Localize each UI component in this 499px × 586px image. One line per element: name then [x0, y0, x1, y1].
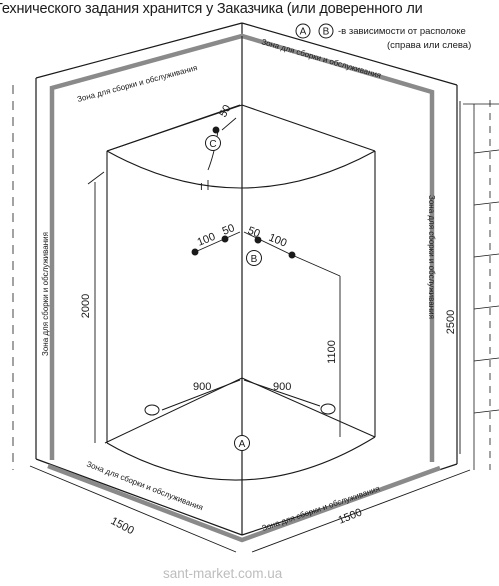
dim-900-left-label: 900 — [193, 381, 211, 393]
top-outlet — [207, 117, 237, 190]
position-note-sub: (справа или слева) — [387, 40, 472, 51]
dim-1100-label: 1100 — [326, 340, 338, 364]
dim-right-50-label: 50 — [246, 225, 262, 241]
room-walls — [35, 22, 458, 536]
floor-diagonals — [161, 379, 321, 411]
zone-label-left-wall: Зона для сборки и обслуживания — [41, 232, 50, 356]
zone-label-top-left: Зона для сборки и обслуживания — [76, 63, 198, 104]
dim-900-right-label: 900 — [273, 381, 291, 393]
inner-walls — [104, 36, 376, 444]
right-wall-guides — [463, 100, 499, 470]
header-line: Технического задания хранится у Заказчик… — [0, 0, 499, 20]
dim-left-100-label: 100 — [196, 231, 218, 249]
watermark: sant-market.com.ua — [163, 566, 283, 581]
dim-right-100-label: 100 — [267, 232, 289, 250]
marker-a-text: A — [239, 439, 246, 450]
marker-a-legend: A — [295, 23, 311, 39]
dim-1500-lines — [29, 465, 471, 553]
dim-height-2000 — [87, 171, 105, 443]
shower-cabin — [106, 104, 376, 481]
marker-b: B — [246, 250, 262, 266]
marker-b-legend-text: B — [323, 27, 330, 38]
cabin-feet — [144, 403, 336, 416]
zone-label-bottom-right: Зона для сборки и обслуживания — [261, 484, 381, 533]
dim-1500-right-label: 1500 — [337, 506, 364, 526]
marker-c: C — [205, 135, 221, 151]
position-note: -в зависимости от располоке — [338, 26, 466, 37]
zone-label-right-wall: Зона для сборки и обслуживания — [427, 195, 436, 319]
marker-a-legend-text: A — [300, 27, 307, 38]
marker-b-legend: B — [318, 23, 334, 39]
water-inlets — [191, 231, 296, 259]
dim-left-50-label: 50 — [221, 222, 237, 238]
dim-height-1100 — [291, 254, 341, 437]
header-text: Технического задания хранится у Заказчик… — [0, 1, 423, 17]
dim-2500-label: 2500 — [445, 310, 457, 334]
marker-b-text: B — [251, 254, 258, 265]
marker-a: A — [234, 435, 250, 451]
marker-c-text: C — [209, 139, 216, 150]
dim-top-50-label: 50 — [217, 103, 234, 120]
marker-i: I — [200, 182, 203, 193]
dim-2000-label: 2000 — [80, 294, 92, 318]
dim-1500-left-label: 1500 — [109, 515, 136, 537]
